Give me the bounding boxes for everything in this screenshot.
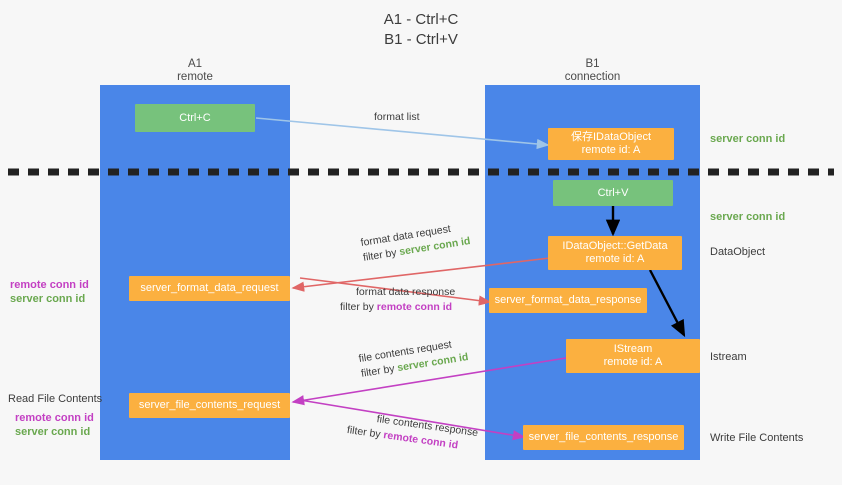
edge-label-format-list: format list xyxy=(374,110,420,125)
node-server-file-contents-request-label: server_file_contents_request xyxy=(138,399,281,411)
label-text: server conn id xyxy=(710,133,786,145)
label-text: server conn id xyxy=(710,211,786,223)
label-text: Write File Contents xyxy=(710,432,804,444)
edge-label-format-data-response: format data response filter by remote co… xyxy=(340,285,456,315)
label-left-read-file-contents: Read File Contents xyxy=(8,392,102,406)
title-line-2: B1 - Ctrl+V xyxy=(384,31,458,48)
label-left-remote-conn-id-2: remote conn id xyxy=(15,412,94,424)
node-server-format-data-request-label: server_format_data_request xyxy=(140,282,279,294)
node-server-file-contents-request[interactable]: server_file_contents_request xyxy=(129,393,290,418)
label-left-server-conn-id-2: server conn id xyxy=(15,426,91,438)
node-server-file-contents-response[interactable]: server_file_contents_response xyxy=(523,425,684,450)
node-istream-line2: remote id: A xyxy=(603,356,663,368)
node-save-idataobject-line2: remote id: A xyxy=(581,144,641,156)
edge-label-format-list-text: format list xyxy=(374,111,420,123)
node-ctrl-v-label: Ctrl+V xyxy=(597,186,629,199)
node-save-idataobject-line1: 保存IDataObject xyxy=(570,131,652,143)
label-left-conn-ids-2: remote conn id server conn id xyxy=(15,411,94,439)
label-right-write-file-contents: Write File Contents xyxy=(710,431,803,445)
edge-label-format-data-request: format data request filter by server con… xyxy=(360,219,472,266)
node-ctrl-v[interactable]: Ctrl+V xyxy=(553,180,673,206)
node-server-format-data-response-label: server_format_data_response xyxy=(494,294,642,306)
filter-value: remote conn id xyxy=(376,301,453,313)
label-text: Read File Contents xyxy=(8,393,103,405)
node-server-format-data-request[interactable]: server_format_data_request xyxy=(129,276,290,301)
label-left-server-conn-id-1: server conn id xyxy=(10,293,86,305)
title-line-1: A1 - Ctrl+C xyxy=(383,11,459,28)
label-left-remote-conn-id-1: remote conn id xyxy=(10,279,89,291)
node-server-file-contents-response-label: server_file_contents_response xyxy=(528,431,679,443)
node-istream-line1: IStream xyxy=(613,343,653,355)
column-header-b1-sub: connection xyxy=(564,71,621,83)
filter-prefix: filter by xyxy=(346,423,385,441)
edge-label-file-contents-response: file contents response filter by remote … xyxy=(346,408,479,456)
label-text: Istream xyxy=(710,351,747,363)
node-idataobject-getdata-line2: remote id: A xyxy=(585,253,645,265)
node-server-format-data-response[interactable]: server_format_data_response xyxy=(489,288,647,313)
edge-label-format-data-response-filter: filter by remote conn id xyxy=(340,300,455,315)
label-right-istream: Istream xyxy=(710,350,747,364)
node-idataobject-getdata[interactable]: IDataObject::GetData remote id: A xyxy=(548,236,682,270)
label-right-server-conn-id-top: server conn id xyxy=(710,132,785,146)
filter-prefix: filter by xyxy=(340,301,377,313)
label-right-server-conn-id-mid: server conn id xyxy=(710,210,785,224)
label-right-dataobject: DataObject xyxy=(710,245,765,259)
column-header-a1: A1 remote xyxy=(100,58,290,84)
edge-label-file-contents-request: file contents request filter by server c… xyxy=(358,335,470,382)
label-left-conn-ids-1: remote conn id server conn id xyxy=(10,278,89,306)
column-header-a1-sub: remote xyxy=(177,71,213,83)
page-title: A1 - Ctrl+C B1 - Ctrl+V xyxy=(0,10,842,50)
label-text: DataObject xyxy=(710,246,766,258)
node-save-idataobject[interactable]: 保存IDataObject remote id: A xyxy=(548,128,674,160)
node-ctrl-c[interactable]: Ctrl+C xyxy=(135,104,255,132)
node-istream[interactable]: IStream remote id: A xyxy=(566,339,700,373)
node-ctrl-c-label: Ctrl+C xyxy=(179,111,211,124)
column-header-a1-name: A1 xyxy=(187,58,203,70)
column-header-b1: B1 connection xyxy=(485,58,700,84)
node-idataobject-getdata-line1: IDataObject::GetData xyxy=(562,240,668,252)
column-header-b1-name: B1 xyxy=(585,58,600,70)
edge-label-format-data-response-title: format data response xyxy=(356,286,456,298)
